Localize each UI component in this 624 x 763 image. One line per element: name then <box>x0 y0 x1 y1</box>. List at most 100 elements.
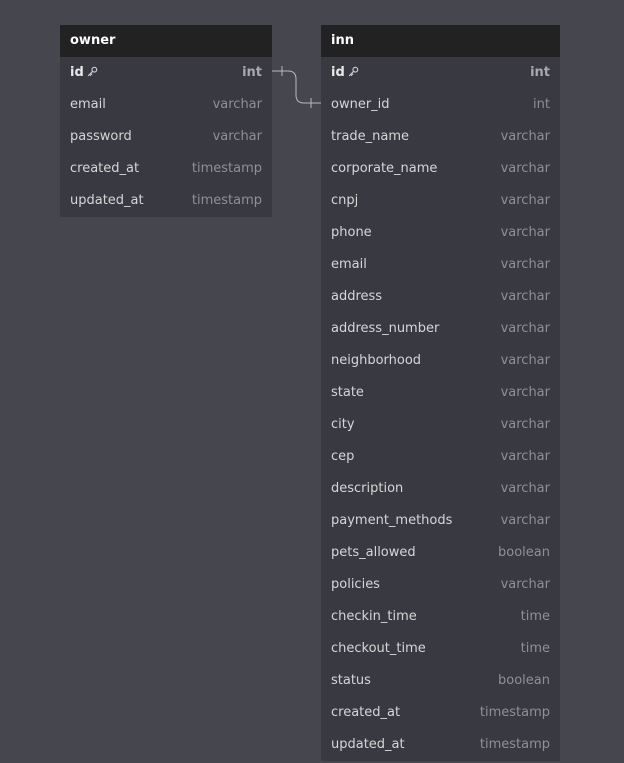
column-type: varchar <box>500 257 550 272</box>
column-name: address_number <box>331 313 439 345</box>
column-name-text: description <box>331 481 404 496</box>
table-header-owner[interactable]: owner <box>60 25 272 57</box>
column-type: timestamp <box>191 161 262 176</box>
column-type: varchar <box>500 129 550 144</box>
column-type: varchar <box>500 449 550 464</box>
column-name: checkin_time <box>331 601 417 633</box>
column-row-inn-neighborhood[interactable]: neighborhood varchar <box>321 345 560 377</box>
column-name-text: state <box>331 385 364 400</box>
column-name-text: city <box>331 417 355 432</box>
column-row-owner-email[interactable]: email varchar <box>60 89 272 121</box>
column-name: created_at <box>331 697 400 729</box>
column-type: varchar <box>212 129 262 144</box>
column-row-inn-policies[interactable]: policies varchar <box>321 569 560 601</box>
column-row-inn-description[interactable]: description varchar <box>321 473 560 505</box>
column-type: varchar <box>500 161 550 176</box>
column-name: status <box>331 665 371 697</box>
column-row-inn-payment_methods[interactable]: payment_methods varchar <box>321 505 560 537</box>
column-type: varchar <box>212 97 262 112</box>
column-type: boolean <box>498 545 550 560</box>
column-name-text: created_at <box>70 161 140 176</box>
relationship-line <box>272 70 321 104</box>
column-name-text: cep <box>331 449 355 464</box>
column-name-text: cnpj <box>331 193 359 208</box>
column-row-inn-trade_name[interactable]: trade_name varchar <box>321 121 560 153</box>
column-name: owner_id <box>331 89 390 121</box>
column-name-text: email <box>331 257 367 272</box>
column-name: updated_at <box>331 729 405 761</box>
column-row-inn-corporate_name[interactable]: corporate_name varchar <box>321 153 560 185</box>
column-name: trade_name <box>331 121 409 153</box>
column-name-text: address <box>331 289 383 304</box>
column-type: boolean <box>498 673 550 688</box>
column-row-inn-cnpj[interactable]: cnpj varchar <box>321 185 560 217</box>
column-name-text: owner_id <box>331 97 390 112</box>
column-name: state <box>331 377 364 409</box>
column-name-text: policies <box>331 577 380 592</box>
column-name-text: payment_methods <box>331 513 453 528</box>
column-name: description <box>331 473 403 505</box>
column-row-inn-state[interactable]: state varchar <box>321 377 560 409</box>
column-name: pets_allowed <box>331 537 416 569</box>
column-row-owner-updated_at[interactable]: updated_at timestamp <box>60 185 272 217</box>
column-name: payment_methods <box>331 505 452 537</box>
column-row-owner-password[interactable]: password varchar <box>60 121 272 153</box>
column-name: updated_at <box>70 185 144 217</box>
column-type: varchar <box>500 513 550 528</box>
table-header-inn[interactable]: inn <box>321 25 560 57</box>
column-row-inn-address[interactable]: address varchar <box>321 281 560 313</box>
column-name: id <box>331 57 359 89</box>
column-type: varchar <box>500 289 550 304</box>
column-name-text: created_at <box>331 705 401 720</box>
column-name-text: corporate_name <box>331 161 438 176</box>
column-type: varchar <box>500 577 550 592</box>
column-type: timestamp <box>479 737 550 752</box>
column-name-text: id <box>331 65 345 80</box>
column-row-inn-phone[interactable]: phone varchar <box>321 217 560 249</box>
column-name-text: checkin_time <box>331 609 417 624</box>
column-type: timestamp <box>191 193 262 208</box>
column-row-inn-pets_allowed[interactable]: pets_allowed boolean <box>321 537 560 569</box>
column-name: created_at <box>70 153 139 185</box>
column-type: varchar <box>500 353 550 368</box>
column-name: password <box>70 121 132 153</box>
column-type: varchar <box>500 193 550 208</box>
column-name-text: checkout_time <box>331 641 426 656</box>
column-row-inn-city[interactable]: city varchar <box>321 409 560 441</box>
column-name-text: email <box>70 97 106 112</box>
column-row-owner-created_at[interactable]: created_at timestamp <box>60 153 272 185</box>
column-row-inn-owner_id[interactable]: owner_id int <box>321 89 560 121</box>
column-name-text: password <box>70 129 132 144</box>
column-type: varchar <box>500 321 550 336</box>
column-name: phone <box>331 217 372 249</box>
column-name: city <box>331 409 355 441</box>
column-type: varchar <box>500 385 550 400</box>
column-row-inn-updated_at[interactable]: updated_at timestamp <box>321 729 560 761</box>
column-name: address <box>331 281 382 313</box>
column-row-inn-email[interactable]: email varchar <box>321 249 560 281</box>
column-type: varchar <box>500 417 550 432</box>
key-icon <box>348 66 359 77</box>
column-row-inn-status[interactable]: status boolean <box>321 665 560 697</box>
column-row-inn-cep[interactable]: cep varchar <box>321 441 560 473</box>
column-type: varchar <box>500 225 550 240</box>
column-type: int <box>242 65 262 80</box>
column-name: corporate_name <box>331 153 437 185</box>
column-name-text: phone <box>331 225 372 240</box>
column-type: varchar <box>500 481 550 496</box>
column-row-inn-id[interactable]: id int <box>321 57 560 89</box>
column-type: int <box>530 65 550 80</box>
column-name-text: neighborhood <box>331 353 422 368</box>
column-name: email <box>70 89 106 121</box>
column-type: int <box>533 97 550 112</box>
column-row-inn-address_number[interactable]: address_number varchar <box>321 313 560 345</box>
